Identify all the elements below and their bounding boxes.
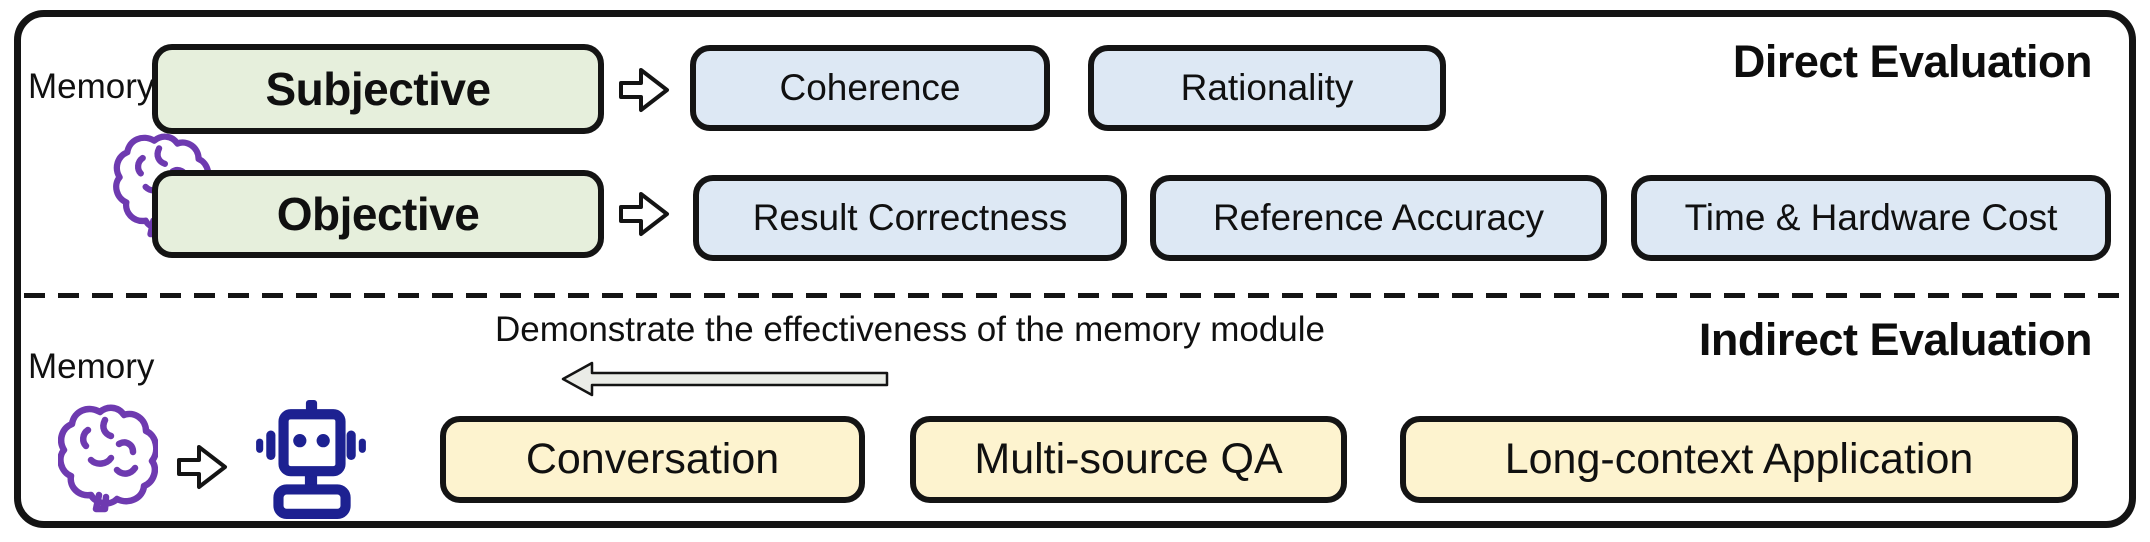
brain-icon bbox=[58, 404, 158, 513]
memory-label-bottom: Memory bbox=[28, 347, 155, 386]
conversation-box: Conversation bbox=[440, 416, 865, 503]
result-correctness-box: Result Correctness bbox=[693, 175, 1127, 261]
coherence-box: Coherence bbox=[690, 45, 1050, 131]
section-divider bbox=[24, 293, 2126, 298]
direct-evaluation-title: Direct Evaluation bbox=[1732, 36, 2093, 87]
memory-label-top: Memory bbox=[28, 67, 155, 106]
arrow-caption: Demonstrate the effectiveness of the mem… bbox=[494, 310, 1326, 349]
reference-accuracy-box: Reference Accuracy bbox=[1150, 175, 1607, 261]
figure-border bbox=[14, 10, 2136, 528]
long-context-application-box: Long-context Application bbox=[1400, 416, 2078, 503]
objective-box: Objective bbox=[152, 170, 604, 258]
robot-icon bbox=[256, 400, 366, 519]
multi-source-qa-box: Multi-source QA bbox=[910, 416, 1347, 503]
indirect-evaluation-title: Indirect Evaluation bbox=[1698, 314, 2093, 365]
right-arrow-icon bbox=[177, 445, 227, 489]
right-arrow-icon bbox=[619, 192, 669, 236]
left-arrow-icon bbox=[561, 361, 889, 397]
subjective-box: Subjective bbox=[152, 44, 604, 134]
rationality-box: Rationality bbox=[1088, 45, 1446, 131]
right-arrow-icon bbox=[619, 68, 669, 112]
time-hardware-cost-box: Time & Hardware Cost bbox=[1631, 175, 2111, 261]
